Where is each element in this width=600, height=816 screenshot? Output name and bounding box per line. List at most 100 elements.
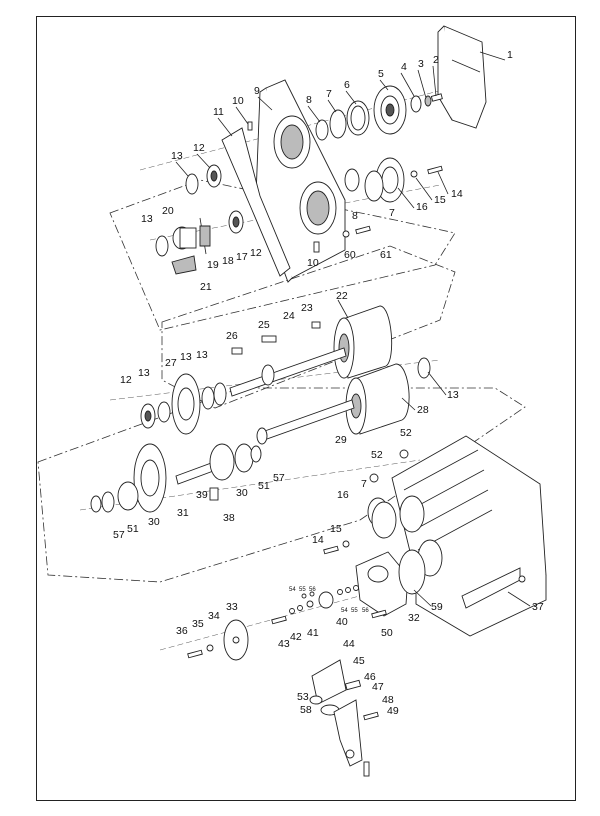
part-label-25: 25 xyxy=(258,319,270,331)
part-label-small-54: 54 xyxy=(289,587,296,593)
part-label-42: 42 xyxy=(290,631,302,643)
part-label-8: 8 xyxy=(306,94,312,106)
part-label-31: 31 xyxy=(177,507,189,519)
part-label-39: 39 xyxy=(196,489,208,501)
part-label-14: 14 xyxy=(451,188,463,200)
part-label-41: 41 xyxy=(307,627,319,639)
gear-assembly-lower xyxy=(90,443,262,513)
bearing-set-upper xyxy=(155,164,244,257)
cover-bracket xyxy=(437,25,487,129)
part-label-5: 5 xyxy=(378,68,384,80)
part-label-34: 34 xyxy=(208,610,220,622)
washer-chain xyxy=(271,585,359,625)
part-label-51: 51 xyxy=(127,523,139,535)
part-label-12: 12 xyxy=(250,247,262,259)
gasket xyxy=(221,127,291,277)
part-label-11: 11 xyxy=(213,106,224,118)
part-label-13: 13 xyxy=(180,351,192,363)
gearbox-housing xyxy=(391,435,547,637)
part-label-19: 19 xyxy=(207,259,219,271)
part-label-9: 9 xyxy=(254,85,260,97)
part-label-52: 52 xyxy=(371,449,383,461)
part-label-13: 13 xyxy=(171,150,183,162)
axis-line xyxy=(139,79,481,171)
part-label-21: 21 xyxy=(200,281,212,293)
part-label-4: 4 xyxy=(401,61,407,73)
part-label-small-55: 55 xyxy=(299,587,306,593)
sleeve-and-upper-shaft xyxy=(229,305,393,397)
part-label-50: 50 xyxy=(381,627,393,639)
part-label-18: 18 xyxy=(222,255,234,267)
part-label-14: 14 xyxy=(312,534,324,546)
part-label-small-56: 56 xyxy=(362,608,369,614)
part-label-15: 15 xyxy=(434,194,446,206)
part-label-13: 13 xyxy=(196,349,208,361)
part-label-10: 10 xyxy=(307,257,319,269)
part-label-33: 33 xyxy=(226,601,238,613)
part-label-37: 37 xyxy=(532,601,544,613)
part-label-23: 23 xyxy=(301,302,313,314)
part-label-29: 29 xyxy=(335,434,347,446)
seal-rings-lower xyxy=(323,497,397,555)
part-label-small-55: 55 xyxy=(351,608,358,614)
part-label-57: 57 xyxy=(273,472,285,484)
part-label-20: 20 xyxy=(162,205,174,217)
pulley-assembly-top xyxy=(315,85,443,141)
part-label-36: 36 xyxy=(176,625,188,637)
part-label-60: 60 xyxy=(344,249,356,261)
part-label-32: 32 xyxy=(408,612,420,624)
part-label-22: 22 xyxy=(336,290,348,302)
bolts-52 xyxy=(369,449,409,483)
part-label-8: 8 xyxy=(352,210,358,222)
part-label-13: 13 xyxy=(138,367,150,379)
assembly-boundary-top xyxy=(109,179,456,331)
part-label-7: 7 xyxy=(361,478,367,490)
part-label-2: 2 xyxy=(433,54,439,66)
part-label-13: 13 xyxy=(447,389,459,401)
part-label-43: 43 xyxy=(278,638,290,650)
part-label-17: 17 xyxy=(236,251,248,263)
part-label-52: 52 xyxy=(400,427,412,439)
part-label-small-56: 56 xyxy=(309,587,316,593)
lever-assembly xyxy=(309,659,379,777)
part-label-47: 47 xyxy=(372,681,384,693)
part-label-12: 12 xyxy=(193,142,205,154)
part-label-16: 16 xyxy=(337,489,349,501)
cover-plate-set xyxy=(187,619,249,661)
assembly-boundary-middle xyxy=(161,245,456,409)
assembly-boundary-lower xyxy=(37,387,526,583)
part-label-1: 1 xyxy=(507,49,513,61)
part-label-7: 7 xyxy=(326,88,332,100)
part-label-small-54: 54 xyxy=(341,608,348,614)
part-label-13: 13 xyxy=(141,213,153,225)
part-label-15: 15 xyxy=(330,523,342,535)
part-label-6: 6 xyxy=(344,79,350,91)
part-label-10: 10 xyxy=(232,95,244,107)
part-label-45: 45 xyxy=(353,655,365,667)
part-label-58: 58 xyxy=(300,704,312,716)
part-label-51: 51 xyxy=(258,480,270,492)
part-label-27: 27 xyxy=(165,357,177,369)
part-label-59: 59 xyxy=(431,601,443,613)
part-label-46: 46 xyxy=(364,671,376,683)
part-label-61: 61 xyxy=(380,249,392,261)
sleeve-and-lower-shaft xyxy=(256,357,431,445)
part-label-57: 57 xyxy=(113,529,125,541)
gear-assembly-middle xyxy=(140,373,227,435)
part-label-30: 30 xyxy=(148,516,160,528)
part-label-44: 44 xyxy=(343,638,355,650)
mount-bracket xyxy=(355,549,426,619)
part-label-7: 7 xyxy=(389,207,395,219)
part-label-30: 30 xyxy=(236,487,248,499)
part-label-24: 24 xyxy=(283,310,295,322)
part-label-38: 38 xyxy=(223,512,235,524)
part-label-3: 3 xyxy=(418,58,424,70)
part-label-28: 28 xyxy=(417,404,429,416)
pulley-assembly-middle xyxy=(344,157,443,203)
leader-lines xyxy=(175,51,531,607)
coupling-parts xyxy=(171,121,371,275)
part-label-49: 49 xyxy=(387,705,399,717)
part-label-26: 26 xyxy=(226,330,238,342)
